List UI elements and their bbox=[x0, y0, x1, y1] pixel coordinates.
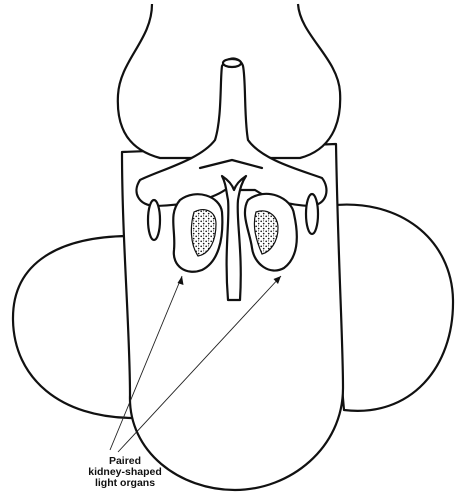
funnel-opening bbox=[223, 59, 241, 67]
right-cartilage bbox=[306, 194, 318, 234]
annotation-line-3: light organs bbox=[40, 478, 210, 489]
left-fin bbox=[13, 236, 134, 418]
left-cartilage bbox=[148, 200, 160, 240]
light-organs-annotation: Paired kidney-shaped light organs bbox=[40, 456, 210, 489]
right-fin bbox=[326, 205, 453, 411]
